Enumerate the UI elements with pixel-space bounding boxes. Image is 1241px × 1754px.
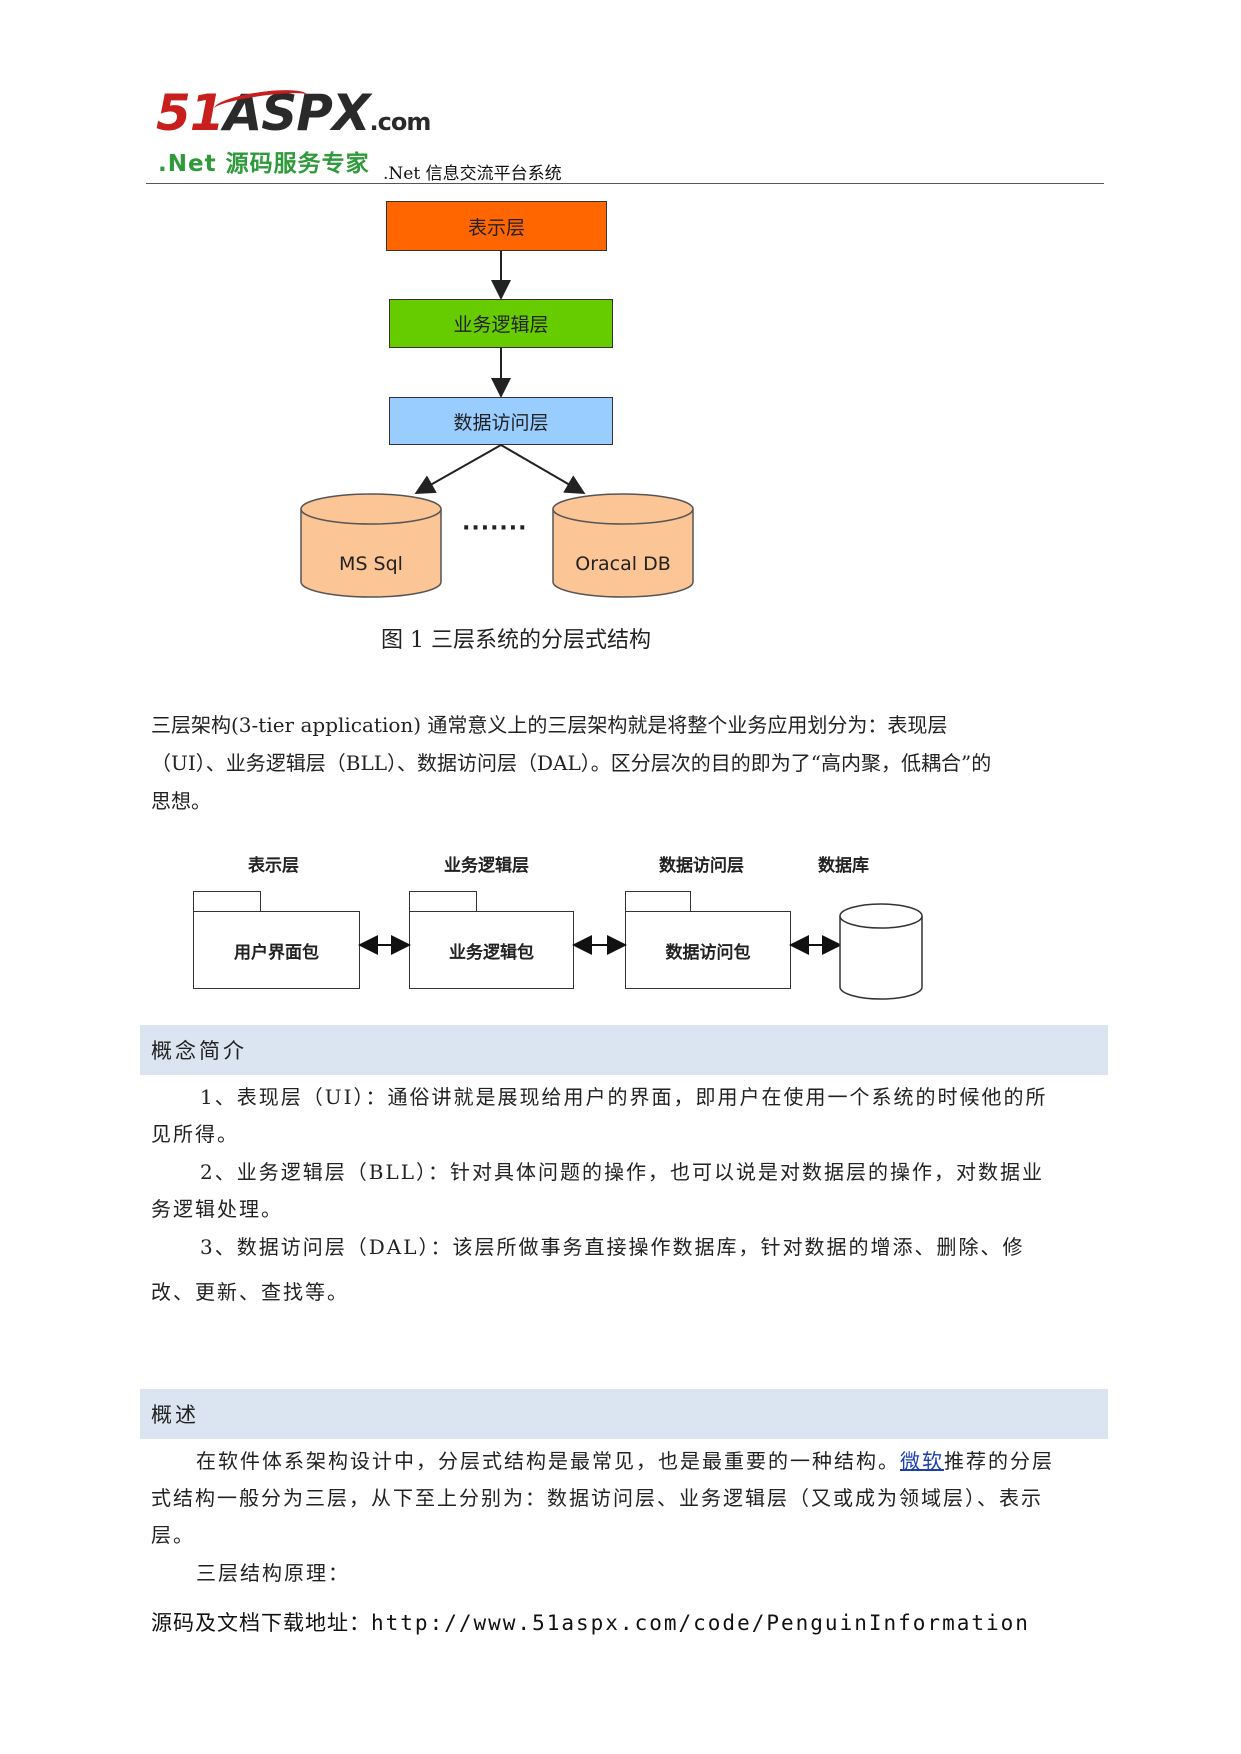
concept-item-2-cont: 务逻辑处理。 (151, 1197, 283, 1221)
concept-item-2: 2、业务逻辑层（BLL）：针对具体问题的操作，也可以说是对数据层的操作，对数据业 (200, 1160, 1044, 1184)
section-concepts-title: 概念简介 (151, 1039, 247, 1063)
logo: 51ASPX.com (156, 88, 432, 147)
section-overview-title: 概述 (151, 1403, 199, 1427)
microsoft-link[interactable]: 微软 (900, 1449, 944, 1473)
concept-item-3-cont: 改、更新、查找等。 (151, 1280, 349, 1304)
package-tab (193, 891, 261, 912)
download-url[interactable]: http://www.51aspx.com/code/PenguinInform… (371, 1611, 1030, 1635)
section-concepts-header: 概念简介 (140, 1025, 1108, 1075)
figure1-caption: 图 1 三层系统的分层式结构 (381, 628, 651, 653)
package-data-access: 数据访问包 (625, 911, 791, 989)
section-overview-header: 概述 (140, 1389, 1108, 1439)
arrow-data-to-oracle (500, 444, 586, 495)
concept-item-3: 3、数据访问层（DAL）：该层所做事务直接操作数据库，针对数据的增添、删除、修 (200, 1235, 1025, 1259)
database-mssql-label: MS Sql (339, 553, 403, 575)
figure1-connectors (300, 251, 694, 598)
concept-item-1: 1、表现层（UI）：通俗讲就是展现给用户的界面，即用户在使用一个系统的时候他的所 (200, 1085, 1048, 1109)
concept-item-1-cont: 见所得。 (151, 1122, 239, 1146)
fig2-label-business: 业务逻辑层 (444, 856, 529, 876)
overview-text: 在软件体系架构设计中，分层式结构是最常见，也是最重要的一种结构。 (196, 1449, 900, 1473)
overview-line-1: 在软件体系架构设计中，分层式结构是最常见，也是最重要的一种结构。微软推荐的分层 (196, 1443, 1054, 1480)
logo-brand: ASPX (223, 84, 371, 142)
logo-tagline: .Net 源码服务专家 (158, 151, 370, 177)
database-ellipsis: ······· (462, 516, 528, 541)
layer-data-access: 数据访问层 (389, 397, 613, 445)
overview-line-3: 层。 (151, 1523, 195, 1547)
intro-line: 三层架构(3-tier application) 通常意义上的三层架构就是将整个… (151, 713, 948, 737)
overview-text: 推荐的分层 (944, 1449, 1054, 1473)
overview-line-2: 式结构一般分为三层，从下至上分别为：数据访问层、业务逻辑层（又或成为领域层）、表… (151, 1486, 1043, 1510)
package-tab (625, 891, 691, 912)
package-business: 业务逻辑包 (409, 911, 574, 989)
fig2-label-data-access: 数据访问层 (659, 856, 744, 876)
logo-number: 51 (156, 84, 225, 142)
logo-domain: .com (369, 108, 432, 136)
fig2-label-database: 数据库 (818, 856, 869, 876)
database-oracle-label: Oracal DB (575, 553, 671, 575)
database-oracle-icon (552, 493, 694, 598)
overview-line-4: 三层结构原理： (196, 1561, 350, 1585)
database-icon (839, 903, 923, 1000)
download-line: 源码及文档下载地址：http://www.51aspx.com/code/Pen… (151, 1607, 1030, 1637)
package-ui: 用户界面包 (193, 911, 360, 989)
intro-line: （UI）、业务逻辑层（BLL）、数据访问层（DAL）。区分层次的目的即为了“高内… (151, 751, 992, 775)
intro-line: 思想。 (151, 789, 211, 813)
figure2-connectors (358, 903, 923, 1000)
header-divider (146, 183, 1104, 184)
database-mssql-icon (300, 493, 442, 598)
fig2-label-presentation: 表示层 (248, 856, 299, 876)
header-title: .Net 信息交流平台系统 (383, 164, 562, 184)
intro-paragraph: 三层架构(3-tier application) 通常意义上的三层架构就是将整个… (151, 706, 991, 820)
layer-presentation: 表示层 (386, 201, 607, 251)
arrow-data-to-mssql (414, 444, 502, 494)
package-tab (409, 891, 477, 912)
download-label: 源码及文档下载地址： (151, 1611, 371, 1635)
